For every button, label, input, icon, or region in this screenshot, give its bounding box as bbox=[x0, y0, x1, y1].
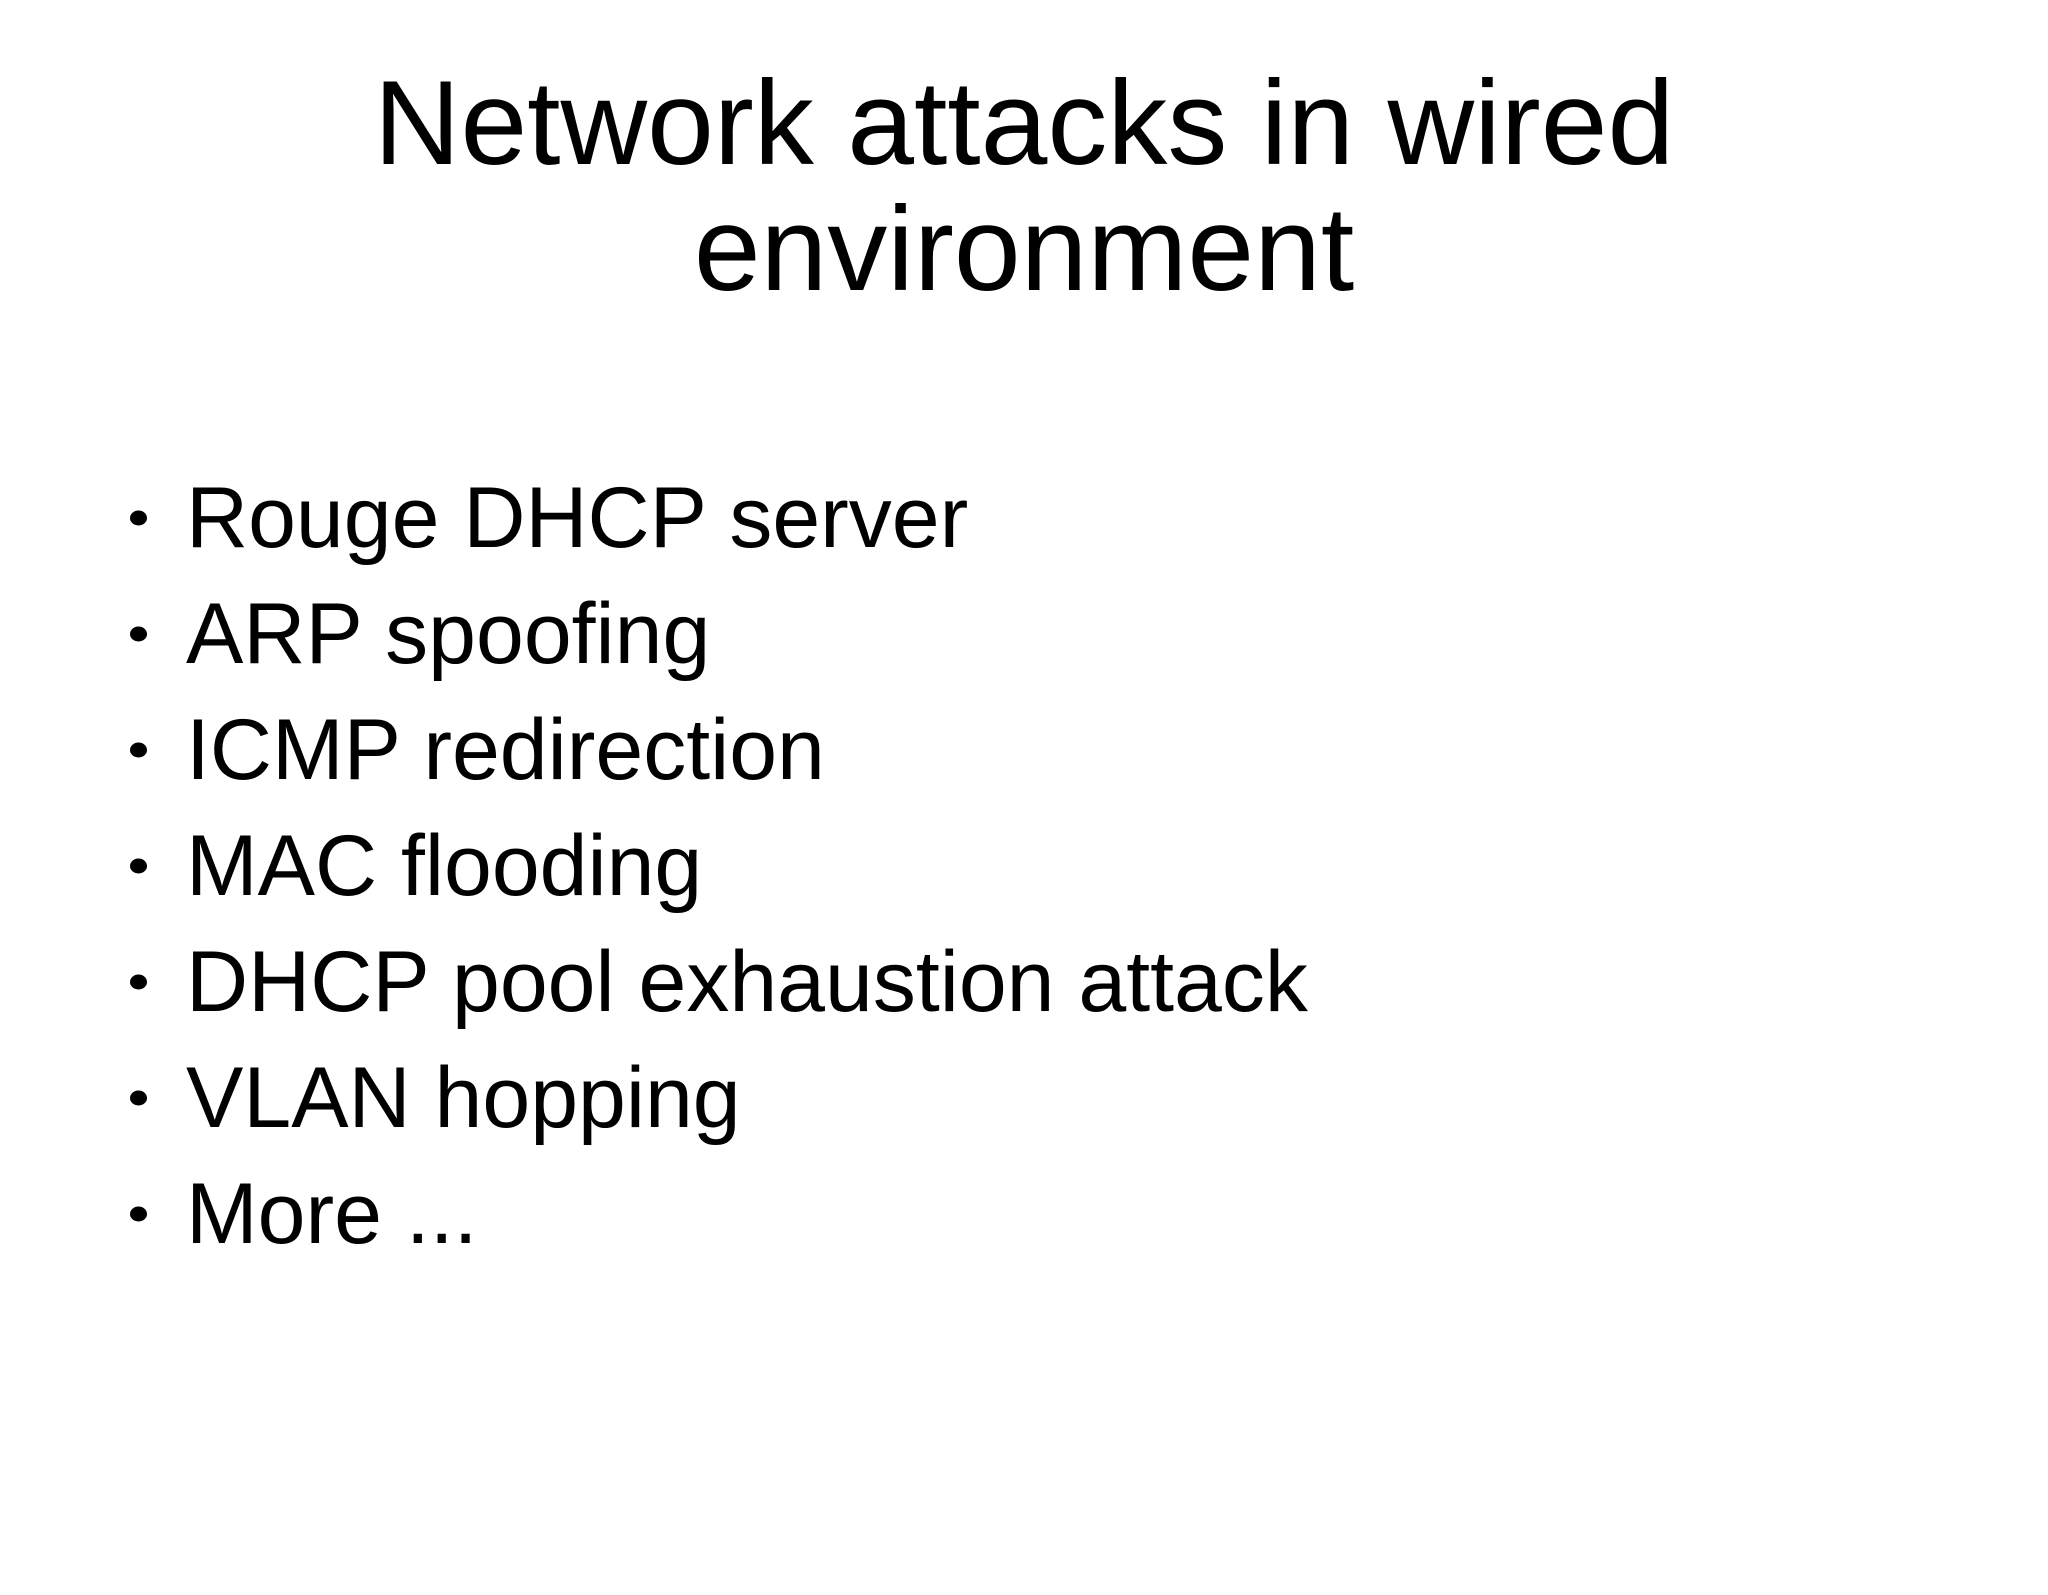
bullet-item-rouge-dhcp-server: Rouge DHCP server bbox=[128, 460, 2048, 576]
attack-bullet-list: Rouge DHCP server ARP spoofing ICMP redi… bbox=[128, 460, 2048, 1272]
slide-title-line-2: environment bbox=[693, 182, 1355, 316]
bullet-item-dhcp-pool-exhaustion-attack: DHCP pool exhaustion attack bbox=[128, 924, 2048, 1040]
bullet-item-vlan-hopping: VLAN hopping bbox=[128, 1040, 2048, 1156]
bullet-item-more: More ... bbox=[128, 1156, 2048, 1272]
slide-title-line-1: Network attacks in wired bbox=[373, 56, 1675, 190]
presentation-slide: Network attacks in wired environment Rou… bbox=[0, 60, 2048, 1595]
slide-title: Network attacks in wired environment bbox=[0, 60, 2048, 312]
bullet-item-mac-flooding: MAC flooding bbox=[128, 808, 2048, 924]
bullet-item-arp-spoofing: ARP spoofing bbox=[128, 576, 2048, 692]
bullet-item-icmp-redirection: ICMP redirection bbox=[128, 692, 2048, 808]
